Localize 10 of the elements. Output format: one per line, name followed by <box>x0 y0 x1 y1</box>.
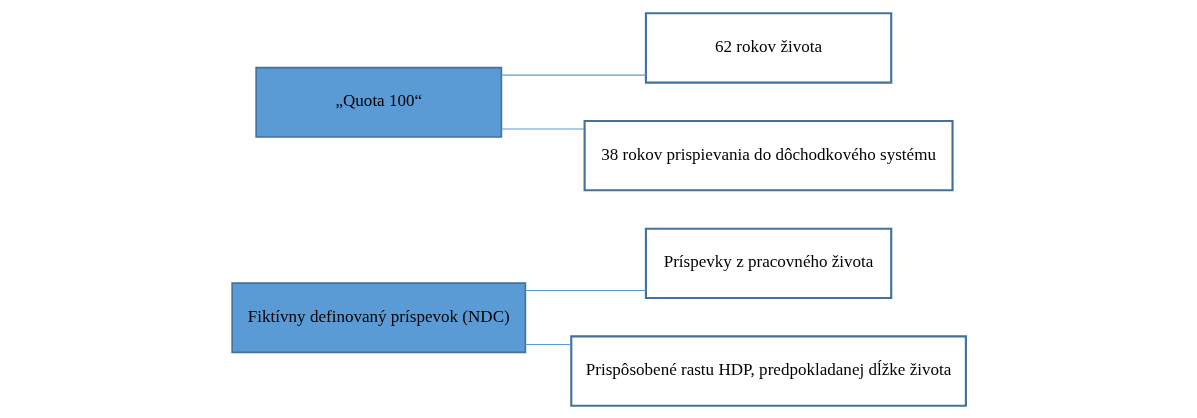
connector <box>500 127 585 129</box>
connector <box>524 343 572 345</box>
connector <box>524 289 646 291</box>
node-box: „Quota 100“ <box>254 66 502 138</box>
node-box: Fiktívny definovaný príspevok (NDC) <box>230 281 526 353</box>
node-box: Príspevky z pracovného života <box>644 227 892 299</box>
node-box: 38 rokov prispievania do dôchodkového systému <box>583 119 954 191</box>
connector <box>500 74 646 76</box>
node-box: Prispôsobené rastu HDP, predpokladanej dĺžke života <box>569 334 967 407</box>
node-box: 62 rokov života <box>644 11 892 84</box>
